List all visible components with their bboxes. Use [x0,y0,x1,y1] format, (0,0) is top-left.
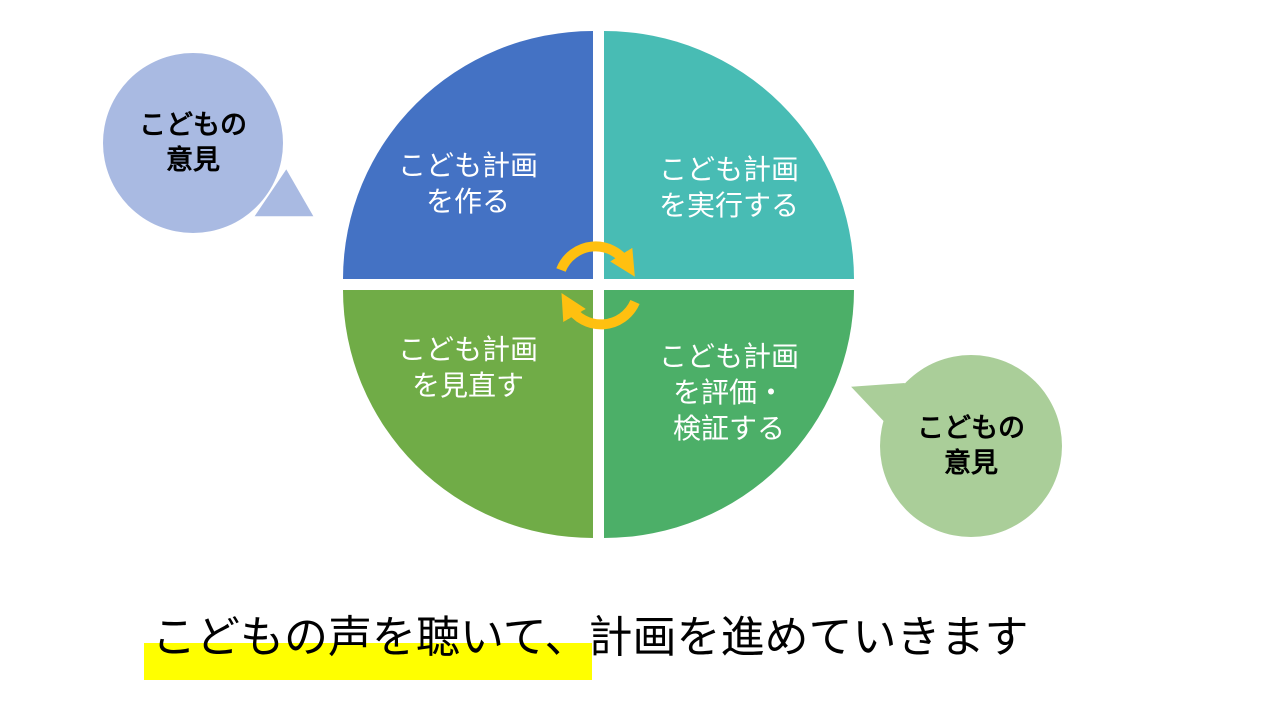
right-speech-bubble: こどもの 意見 [880,355,1062,537]
cycle-arc-bottom [561,293,640,330]
caption-highlighted-text: こどもの声を聴いて、 [144,613,593,680]
quadrant-plan-label: こども計画 を作る [397,150,538,217]
quadrant-check-label: こども計画 を評価・ 検証する [658,341,799,444]
cycle-arrows-icon [556,241,640,330]
cycle-arc-top [556,241,635,277]
quadrant-check: こども計画 を評価・ 検証する [604,290,854,538]
quadrant-do-label: こども計画 を実行する [658,154,799,221]
left-speech-bubble: こどもの 意見 [103,53,283,233]
right-bubble-label: こどもの 意見 [917,412,1025,478]
left-bubble-label: こどもの 意見 [139,109,247,175]
caption: こどもの声を聴いて、計画を進めていきます [144,612,1029,680]
quadrant-act-label: こども計画 を見直す [397,334,538,401]
caption-rest-text: 計画を進めていきます [588,613,1029,662]
